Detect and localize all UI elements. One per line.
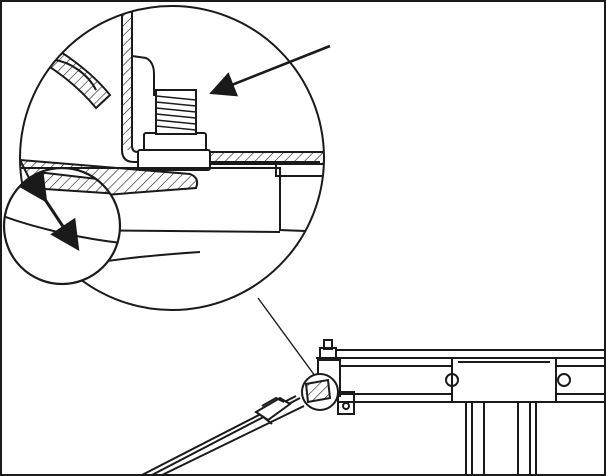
stud-threads	[155, 95, 197, 131]
top-screw-stud	[323, 339, 333, 350]
gap-detail	[2, 166, 122, 286]
rail-hole-right	[557, 373, 571, 387]
plate-tab	[131, 55, 155, 96]
detail-magnifier	[19, 5, 325, 311]
end-plate	[337, 391, 355, 415]
frame-assembly	[139, 339, 606, 476]
plate-outline	[121, 10, 320, 163]
double-arrow-icon	[18, 169, 80, 251]
frame-step	[275, 164, 324, 177]
curved-bracket	[28, 38, 112, 110]
leader-line	[257, 297, 319, 381]
rail-hole-left	[445, 373, 459, 387]
screw-washer	[137, 149, 211, 171]
magnifier-circle	[19, 5, 325, 311]
arm-clip	[254, 396, 292, 422]
arrow-icon	[209, 44, 331, 97]
arm-lower-edge	[159, 405, 305, 476]
plate-inner	[131, 10, 139, 153]
bracket-edge	[54, 59, 97, 91]
center-block	[451, 357, 557, 403]
